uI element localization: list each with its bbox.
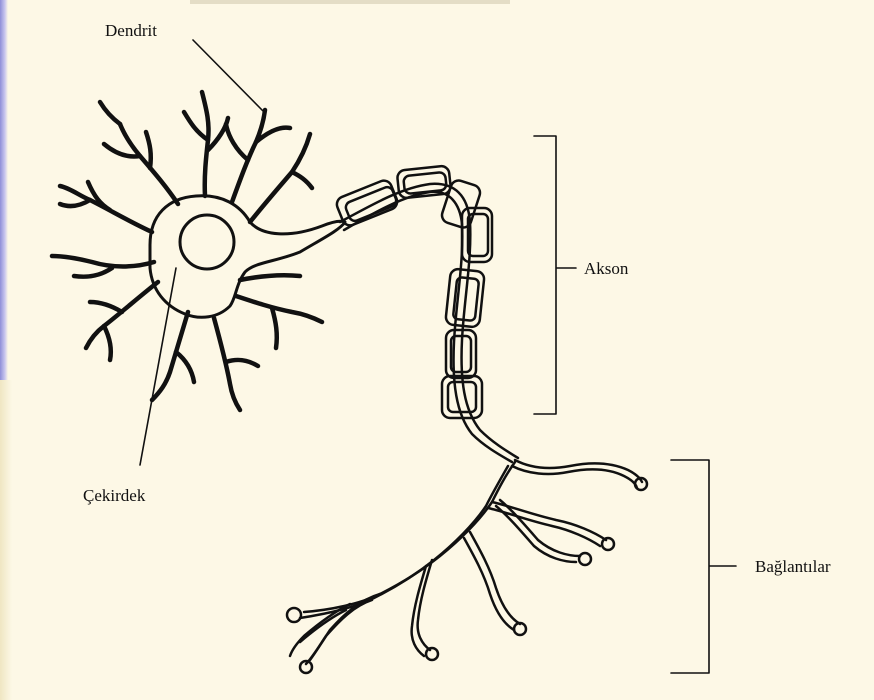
axon	[334, 165, 518, 462]
dendrites	[52, 92, 322, 410]
terminals-bracket	[671, 460, 736, 673]
label-dendrite: Dendrit	[105, 22, 157, 39]
label-nucleus: Çekirdek	[83, 487, 145, 504]
label-axon: Akson	[584, 260, 628, 277]
axon-terminals	[287, 460, 647, 673]
axon-bracket	[534, 136, 576, 414]
nucleus	[180, 215, 234, 269]
label-terminals: Bağlantılar	[755, 558, 831, 575]
